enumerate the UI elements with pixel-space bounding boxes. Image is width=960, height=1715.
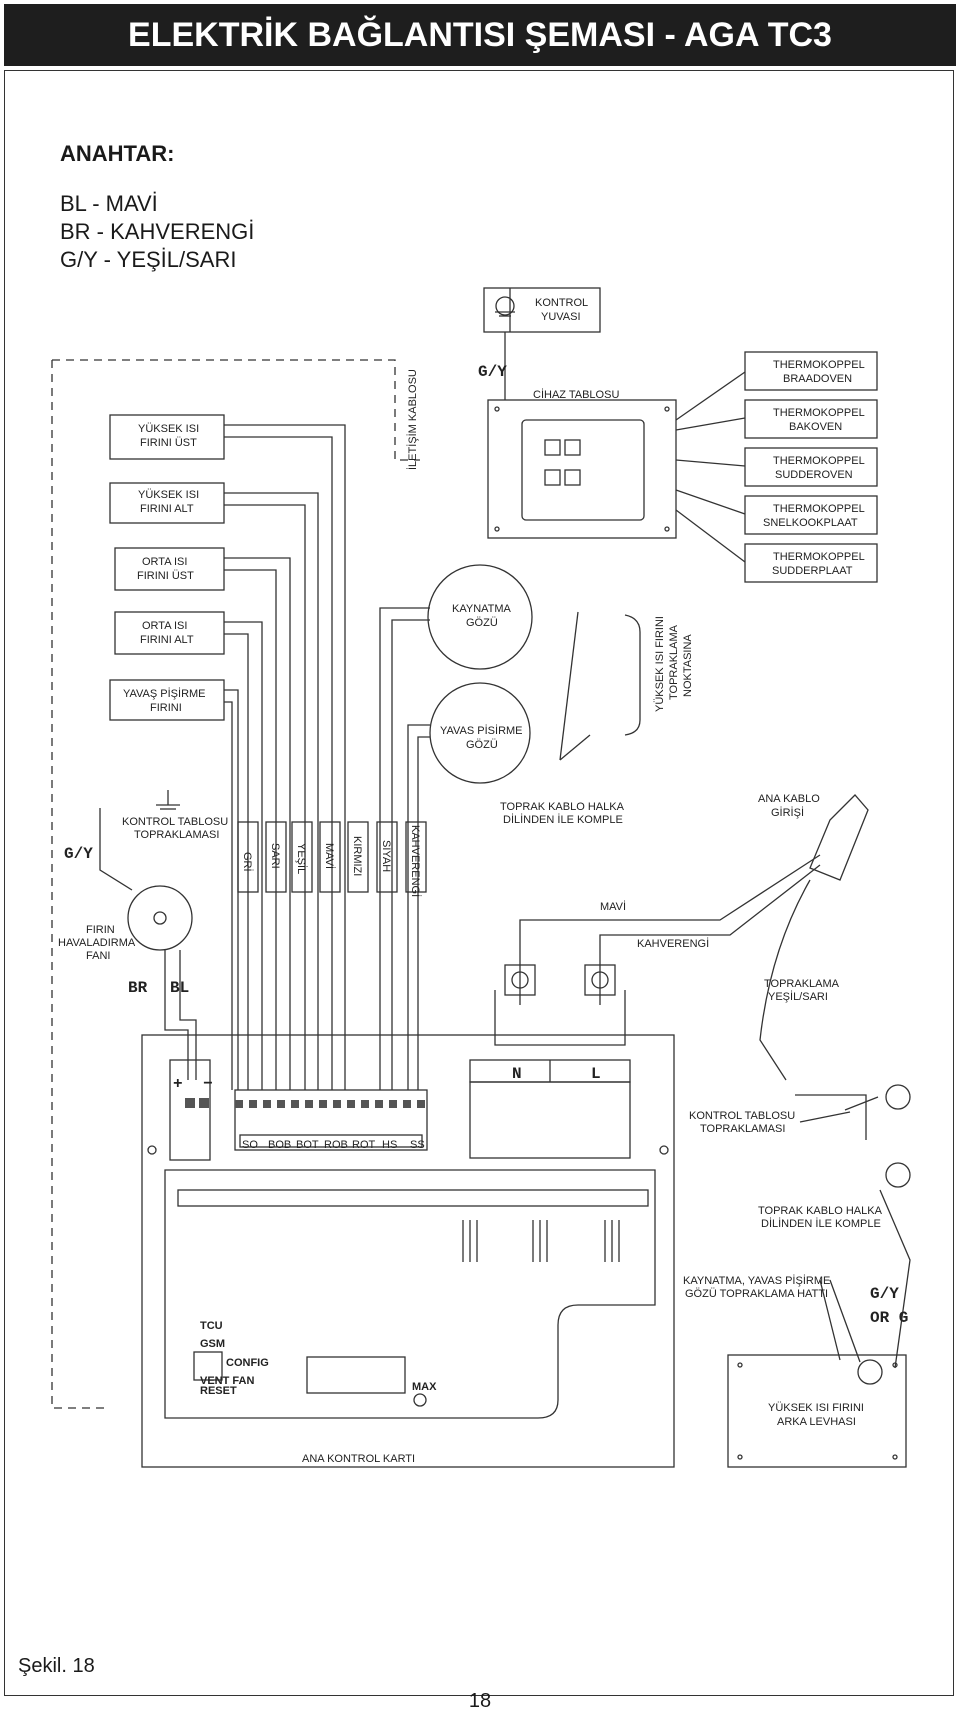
topraklama-ys-l1: TOPRAKLAMA: [764, 978, 840, 990]
thermokoppel-4-l1: THERMOKOPPEL: [773, 503, 865, 515]
gy-top-label: G/Y: [478, 363, 507, 381]
yuksek-topraklama-l1: YÜKSEK ISI FIRINI: [654, 616, 666, 712]
oven-5-l2: FIRINI: [150, 702, 182, 714]
yavas-gozu-l1: YAVAS PİSİRME: [440, 724, 523, 737]
yuksek-topraklama-l2: TOPRAKLAMA: [668, 624, 680, 700]
thermokoppel-5-l2: SUDDERPLAAT: [772, 565, 853, 577]
board-label-tcu: TCU: [200, 1320, 223, 1332]
terminal-plus-label: +: [173, 1075, 183, 1093]
board-label-gsm: GSM: [200, 1338, 225, 1350]
iletisim-kablosu-label: İLETİŞİM KABLOSU: [406, 369, 419, 470]
kontrol-tablosu-top-l1: KONTROL TABLOSU: [122, 816, 228, 828]
thermokoppel-2-l2: BAKOVEN: [789, 421, 842, 433]
toprak-kablo-1-l1: TOPRAK KABLO HALKA: [500, 801, 625, 813]
kaynatma-gozu-l2: GÖZÜ: [466, 617, 498, 629]
page-title: ELEKTRİK BAĞLANTISI ŞEMASI - AGA TC3: [4, 4, 956, 66]
key-item-br: BR - KAHVERENGİ: [60, 219, 255, 244]
key-legend: ANAHTAR: BL - MAVİ BR - KAHVERENGİ G/Y -…: [60, 140, 254, 274]
terminal-code-rob: ROB: [324, 1139, 348, 1151]
oven-2-l2: FIRINI ALT: [140, 503, 194, 515]
key-heading: ANAHTAR:: [60, 141, 175, 166]
terminal-code-bob: BOB: [268, 1139, 291, 1151]
thermokoppel-1-l1: THERMOKOPPEL: [773, 359, 865, 371]
kontrol-yuvasi-label-1: KONTROL: [535, 297, 588, 309]
thermokoppel-2-l1: THERMOKOPPEL: [773, 407, 865, 419]
fan-label-l1: FIRIN: [86, 924, 115, 936]
kontrol-tablosu-right-l2: TOPRAKLAMASI: [700, 1123, 785, 1135]
topraklama-ys-l2: YEŞİL/SARI: [768, 990, 828, 1003]
board-label-max: MAX: [412, 1381, 437, 1393]
gy-or-g-l2: OR G: [870, 1309, 908, 1327]
cihaz-tablosu-label: CİHAZ TABLOSU: [533, 388, 619, 401]
diagram-frame: [4, 70, 954, 1696]
mavi-label: MAVİ: [600, 900, 626, 913]
wire-label-sari: SARI: [269, 843, 281, 869]
oven-3-l2: FIRINI ÜST: [137, 570, 194, 582]
ana-kontrol-karti-label: ANA KONTROL KARTI: [302, 1453, 415, 1465]
fan-label-l3: FANI: [86, 950, 110, 962]
gy-or-g-l1: G/Y: [870, 1285, 899, 1303]
kahverengi-label: KAHVERENGİ: [637, 937, 709, 950]
oven-5-l1: YAVAŞ PİŞİRME: [123, 687, 206, 700]
kontrol-yuvasi-label-2: YUVASI: [541, 311, 581, 323]
thermokoppel-3-l1: THERMOKOPPEL: [773, 455, 865, 467]
thermokoppel-3-l2: SUDDEROVEN: [775, 469, 853, 481]
wire-label-kirmizi: KIRMIZI: [351, 836, 363, 876]
fan-label-l2: HAVALADIRMA: [58, 937, 136, 949]
terminal-l-label: L: [591, 1065, 601, 1083]
board-label-config: CONFIG: [226, 1357, 269, 1369]
page-number: 18: [468, 1690, 492, 1712]
kaynatma-hatti-l1: KAYNATMA, YAVAS PİŞİRME: [683, 1274, 830, 1287]
terminal-code-so: SO: [242, 1139, 258, 1151]
wire-label-siyah: SİYAH: [380, 840, 393, 872]
toprak-kablo-2-l2: DİLİNDEN İLE KOMPLE: [761, 1217, 881, 1230]
kontrol-tablosu-right-l1: KONTROL TABLOSU: [689, 1110, 795, 1122]
oven-4-l1: ORTA ISI: [142, 620, 187, 632]
oven-4-l2: FIRINI ALT: [140, 634, 194, 646]
gy-left-label: G/Y: [64, 845, 93, 863]
key-item-gy: G/Y - YEŞİL/SARI: [60, 247, 237, 272]
wire-label-yesil: YEŞİL: [295, 843, 308, 874]
kaynatma-hatti-l2: GÖZÜ TOPRAKLAMA HATTI: [685, 1288, 828, 1300]
terminal-code-bot: BOT: [296, 1139, 319, 1151]
terminal-code-rot: ROT: [352, 1139, 376, 1151]
arka-levha-l1: YÜKSEK ISI FIRINI: [768, 1402, 864, 1414]
key-item-bl: BL - MAVİ: [60, 191, 158, 216]
oven-2-l1: YÜKSEK ISI: [138, 489, 199, 501]
kontrol-tablosu-top-l2: TOPRAKLAMASI: [134, 829, 219, 841]
yuksek-topraklama-l3: NOKTASINA: [682, 634, 694, 697]
figure-label: Şekil. 18: [18, 1655, 95, 1677]
arka-levha-l2: ARKA LEVHASI: [777, 1416, 856, 1428]
board-label-vent-fan: VENT FAN: [200, 1375, 254, 1387]
wire-label-gri: GRİ: [241, 852, 254, 872]
wire-label-mavi: MAVİ: [323, 843, 336, 869]
oven-1-l1: YÜKSEK ISI: [138, 423, 199, 435]
wire-label-kahverengi: KAHVERENGİ: [409, 825, 422, 897]
br-label: BR: [128, 979, 148, 997]
terminal-n-label: N: [512, 1065, 522, 1083]
thermokoppel-5-l1: THERMOKOPPEL: [773, 551, 865, 563]
bl-label: BL: [170, 979, 189, 997]
board-label-reset: RESET: [200, 1385, 237, 1397]
oven-3-l1: ORTA ISI: [142, 556, 187, 568]
thermokoppel-4-l2: SNELKOOKPLAAT: [763, 517, 858, 529]
ana-kablo-l2: GİRİŞİ: [771, 806, 804, 819]
ana-kablo-l1: ANA KABLO: [758, 793, 820, 805]
toprak-kablo-2-l1: TOPRAK KABLO HALKA: [758, 1205, 883, 1217]
thermokoppel-1-l2: BRAADOVEN: [783, 373, 852, 385]
oven-1-l2: FIRINI ÜST: [140, 437, 197, 449]
terminal-code-ss: SS: [410, 1139, 425, 1151]
yavas-gozu-l2: GÖZÜ: [466, 739, 498, 751]
terminal-code-hs: HS: [382, 1139, 397, 1151]
kaynatma-gozu-l1: KAYNATMA: [452, 603, 512, 615]
terminal-minus-label: −: [203, 1075, 213, 1093]
toprak-kablo-1-l2: DİLİNDEN İLE KOMPLE: [503, 813, 623, 826]
